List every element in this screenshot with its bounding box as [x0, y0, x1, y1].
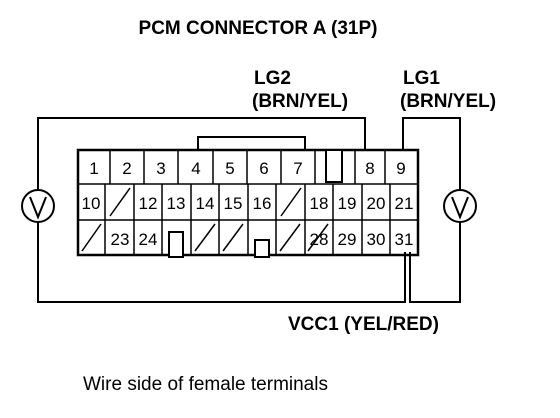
diagram-title: PCM CONNECTOR A (31P)	[139, 18, 378, 39]
pin-9: 9	[396, 159, 405, 178]
wire-lg1	[402, 117, 461, 190]
pin-5: 5	[225, 159, 234, 178]
connector-body	[76, 136, 420, 258]
pin-23: 23	[111, 230, 130, 249]
caption: Wire side of female terminals	[83, 374, 328, 395]
wiring	[37, 117, 461, 303]
pin-7: 7	[293, 159, 302, 178]
pin-19: 19	[338, 194, 357, 213]
pin-13: 13	[167, 194, 186, 213]
lg2-label: LG2	[254, 68, 291, 89]
pin-30: 30	[367, 230, 386, 249]
pin-8: 8	[365, 159, 374, 178]
pin-4: 4	[191, 159, 200, 178]
pin-12: 12	[139, 194, 158, 213]
lg1-label: LG1	[403, 68, 440, 89]
pin-numbers: 1 2 3 4 5 6 7 8 9 10 12 13 14 15 16 18 1…	[82, 159, 414, 249]
pin-3: 3	[156, 159, 165, 178]
pin-20: 20	[367, 194, 386, 213]
pin-21: 21	[395, 194, 414, 213]
pin-14: 14	[196, 194, 215, 213]
voltmeter-right-icon	[443, 189, 477, 223]
pin-2: 2	[122, 159, 131, 178]
pin-18: 18	[310, 194, 329, 213]
pin-16: 16	[253, 194, 272, 213]
vcc1-label: VCC1 (YEL/RED)	[288, 314, 439, 335]
wire-vcc1-left	[37, 222, 406, 303]
pin-1: 1	[89, 159, 98, 178]
pin-10: 10	[82, 194, 101, 213]
pin-28: 28	[310, 230, 329, 249]
wire-vcc1-right	[409, 222, 461, 303]
pin-6: 6	[259, 159, 268, 178]
lg1-color-label: (BRN/YEL)	[400, 91, 496, 112]
voltmeter-left-icon	[21, 189, 55, 223]
pin-24: 24	[139, 230, 158, 249]
lg2-color-label: (BRN/YEL)	[252, 91, 348, 112]
pin-15: 15	[224, 194, 243, 213]
pin-29: 29	[338, 230, 357, 249]
wire-lg2	[37, 117, 366, 190]
pin-31: 31	[395, 230, 414, 249]
